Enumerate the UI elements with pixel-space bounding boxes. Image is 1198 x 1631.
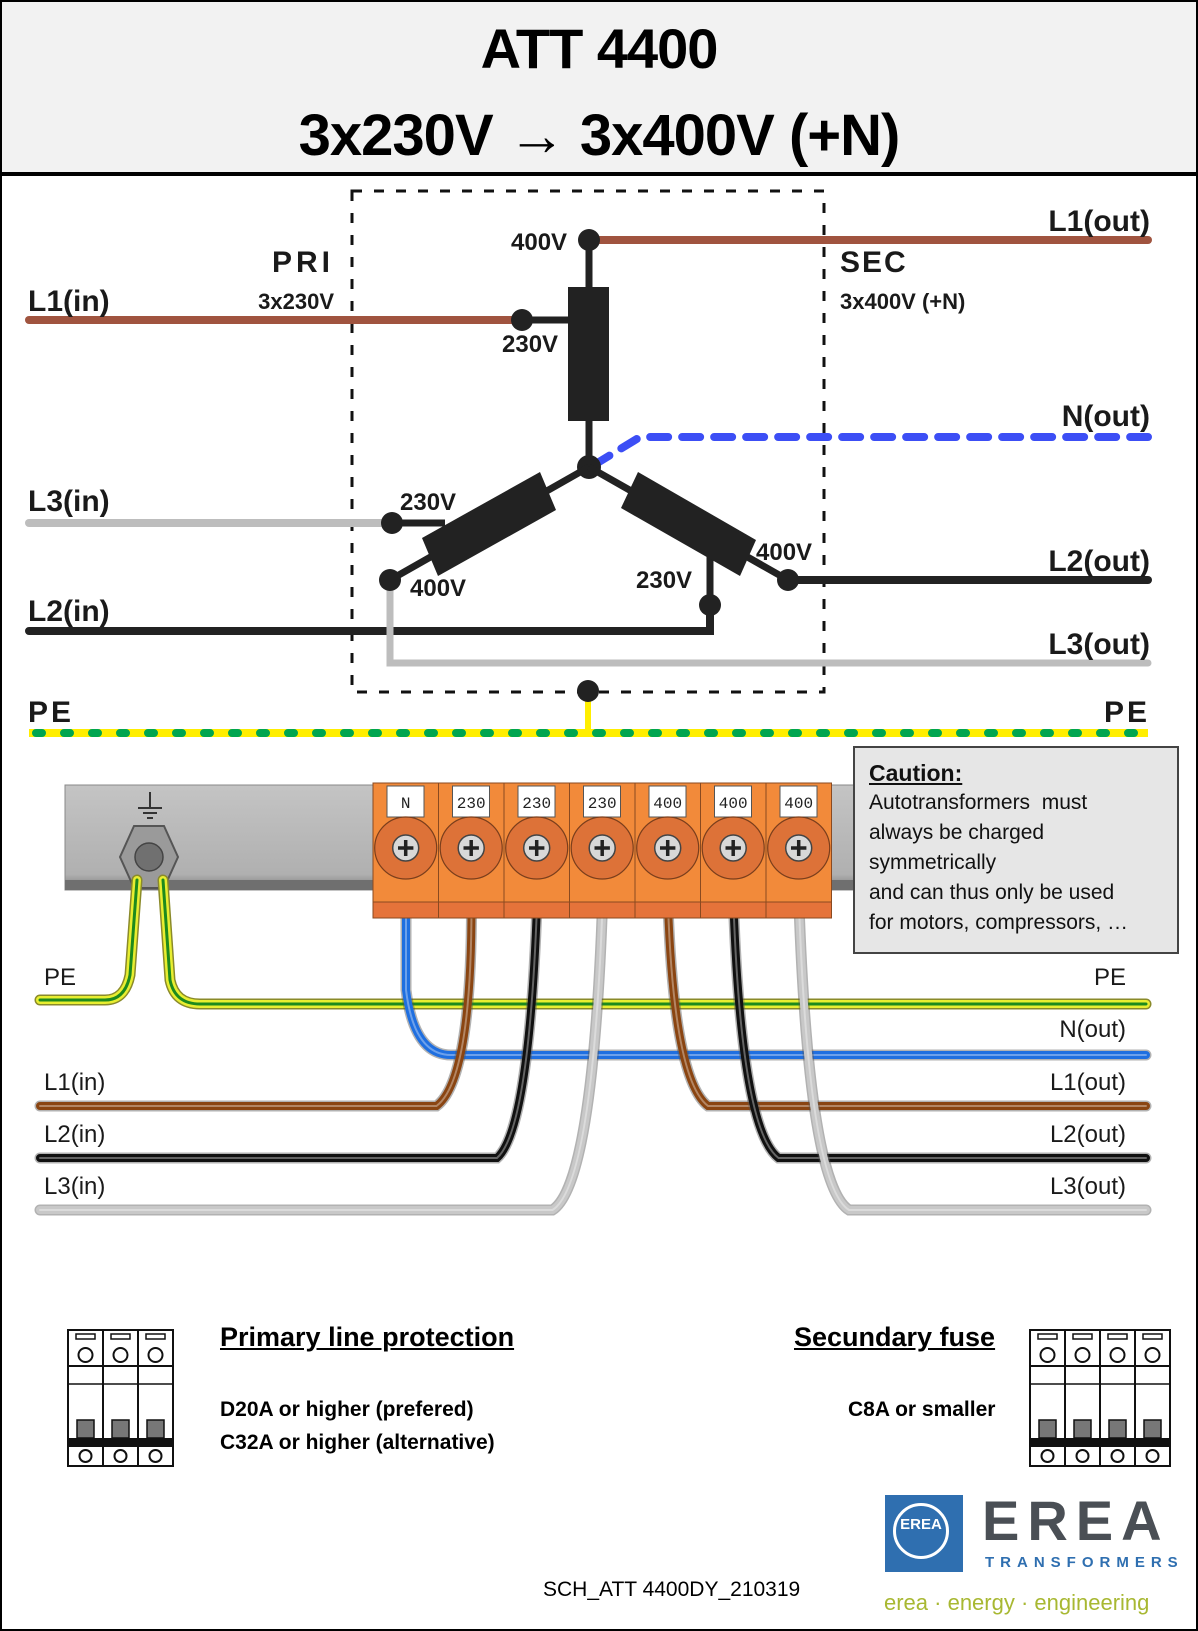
document-id: SCH_ATT 4400DY_210319 xyxy=(543,1578,801,1601)
primary-protection-line: C32A or higher (alternative) xyxy=(220,1431,495,1454)
primary-protection-title: Primary line protection xyxy=(220,1322,515,1352)
winding-l1: 400V 230V xyxy=(502,229,609,466)
tap-label-l2-400: 400V xyxy=(756,539,812,566)
logo-mark: EREA xyxy=(893,1503,949,1559)
caution-title: Caution: xyxy=(869,760,963,786)
title-header: ATT 4400 3x230V → 3x400V (+N) xyxy=(2,2,1196,176)
label-l3-out: L3(out) xyxy=(1048,628,1150,661)
tap-label-l2-230: 230V xyxy=(636,567,692,594)
secondary-voltage: 3x400V (+N) xyxy=(840,289,965,314)
secondary-fuse-line: C8A or smaller xyxy=(848,1398,996,1421)
caution-line: Autotransformers must xyxy=(869,791,1088,814)
caution-line: symmetrically xyxy=(869,851,997,874)
primary-label: PRI xyxy=(272,246,334,279)
caution-note: Caution: Autotransformers must always be… xyxy=(853,746,1179,954)
caution-line: and can thus only be used xyxy=(869,881,1115,904)
winding-l3: 230V 400V xyxy=(379,463,591,602)
pe-conductor xyxy=(29,680,1152,737)
label-l1-out: L1(out) xyxy=(1048,205,1150,238)
conversion-subtitle: 3x230V → 3x400V (+N) xyxy=(298,103,901,168)
label-l1-in: L1(in) xyxy=(28,285,110,318)
primary-voltage: 3x230V xyxy=(258,289,334,314)
secondary-label: SEC xyxy=(840,246,908,279)
caution-line: for motors, compressors, … xyxy=(869,911,1129,934)
logo-name: EREA xyxy=(982,1489,1170,1552)
label-pe-right: PE xyxy=(1104,696,1150,729)
caution-line: always be charged xyxy=(869,821,1045,844)
logo-tagline: erea · energy · engineering xyxy=(884,1590,1150,1615)
label-pe-left: PE xyxy=(28,696,74,729)
primary-protection-line: D20A or higher (prefered) xyxy=(220,1398,474,1421)
tap-label-l3-400: 400V xyxy=(410,575,466,602)
product-title: ATT 4400 xyxy=(480,17,719,80)
schematic-diagram: PRI 3x230V SEC 3x400V (+N) L1(in) L3(in)… xyxy=(25,189,1152,737)
erea-logo-icon: EREA xyxy=(885,1495,963,1572)
wire-n-out xyxy=(590,433,1152,469)
wire-l3-out xyxy=(386,576,1152,667)
transformer-boundary xyxy=(350,189,826,694)
pe-ground-point xyxy=(577,680,599,702)
label-l3-in: L3(in) xyxy=(28,485,110,518)
tap-label-l1-230: 230V xyxy=(502,331,558,358)
logo-subtitle: TRANSFORMERS xyxy=(985,1554,1184,1571)
tap-label-l3-230: 230V xyxy=(400,489,456,516)
secondary-fuse-title: Secundary fuse xyxy=(794,1322,996,1352)
label-n-out: N(out) xyxy=(1062,400,1150,433)
tap-label-l1-400: 400V xyxy=(511,229,567,256)
label-l2-out: L2(out) xyxy=(1048,545,1150,578)
wire-l2-in xyxy=(25,597,714,635)
winding-l2: 230V 400V xyxy=(587,463,812,616)
label-l2-in: L2(in) xyxy=(28,595,110,628)
